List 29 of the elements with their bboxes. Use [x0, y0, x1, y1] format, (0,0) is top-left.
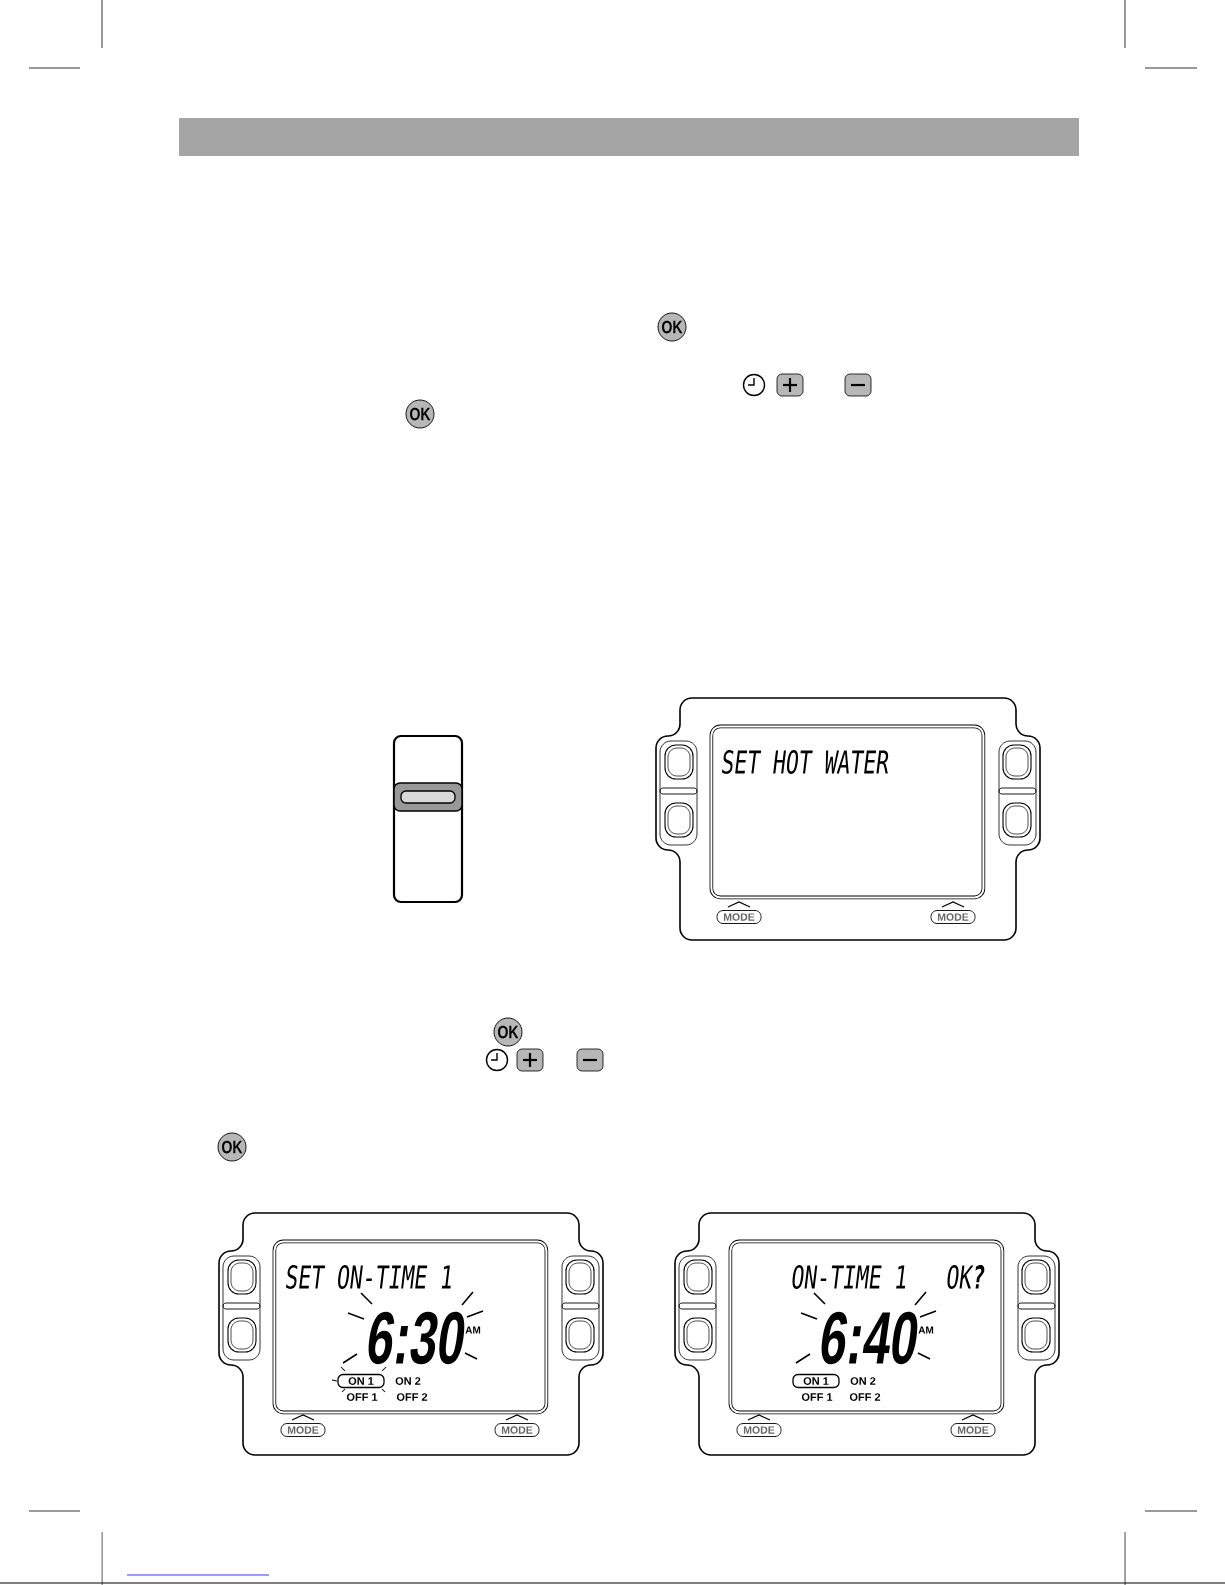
program-pill: ON 1 [337, 1373, 385, 1389]
program-label: OFF 1 [801, 1393, 833, 1401]
ok-button: OK [217, 1132, 247, 1162]
program-label: OFF 2 [849, 1393, 881, 1401]
lcd-text: SET HOT WATER [721, 750, 889, 774]
program-label: ON 2 [395, 1377, 421, 1385]
mode-button: MODE [494, 1423, 540, 1437]
lcd-screen [728, 1239, 1005, 1415]
time-digits: 6:40 [821, 1311, 918, 1365]
time-digits: 6:30 [368, 1311, 465, 1365]
lcd-screen [709, 724, 986, 900]
lcd-text: SET ON-TIME 1 [285, 1265, 451, 1289]
ok-button: OK [657, 312, 687, 342]
program-label: OFF 1 [346, 1393, 378, 1401]
program-pill: ON 1 [792, 1373, 840, 1389]
ok-button: OK [493, 1017, 523, 1047]
mode-button: MODE [736, 1423, 782, 1437]
period-label: AM [918, 1326, 934, 1334]
mode-button: MODE [950, 1423, 996, 1437]
mode-button: MODE [930, 910, 976, 924]
period-label: AM [465, 1326, 481, 1334]
program-label: ON 2 [850, 1377, 876, 1385]
program-label: OFF 2 [396, 1393, 428, 1401]
mode-button: MODE [716, 910, 762, 924]
mode-button: MODE [280, 1423, 326, 1437]
ok-button: OK [405, 399, 435, 429]
lcd-text: ON-TIME 1 [792, 1265, 906, 1289]
lcd-screen [272, 1239, 549, 1415]
lcd-text: OK? [947, 1265, 985, 1289]
